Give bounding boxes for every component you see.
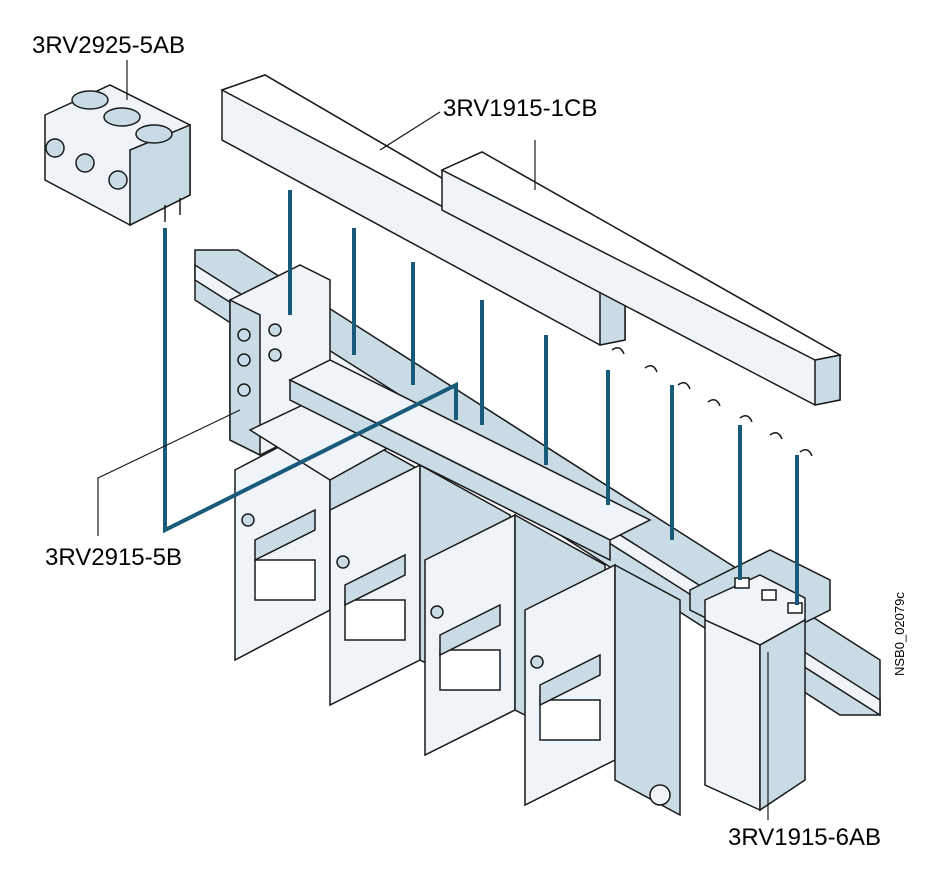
label-feed-terminal: 3RV2925-5AB — [32, 32, 185, 59]
label-leaders — [97, 60, 769, 820]
drawing-code: NSB0_02079c — [892, 592, 907, 676]
busbar-icon — [440, 151, 843, 457]
feed-terminal-icon — [44, 84, 191, 227]
breaker-module-icon — [234, 359, 681, 817]
label-connector: 3RV2915-5B — [45, 544, 182, 571]
label-busbar-main: 3RV1915-1CB — [443, 95, 598, 122]
connection-lines — [163, 190, 799, 605]
spacer-module-icon — [689, 549, 831, 812]
label-spacer-module: 3RV1915-6AB — [728, 824, 881, 851]
